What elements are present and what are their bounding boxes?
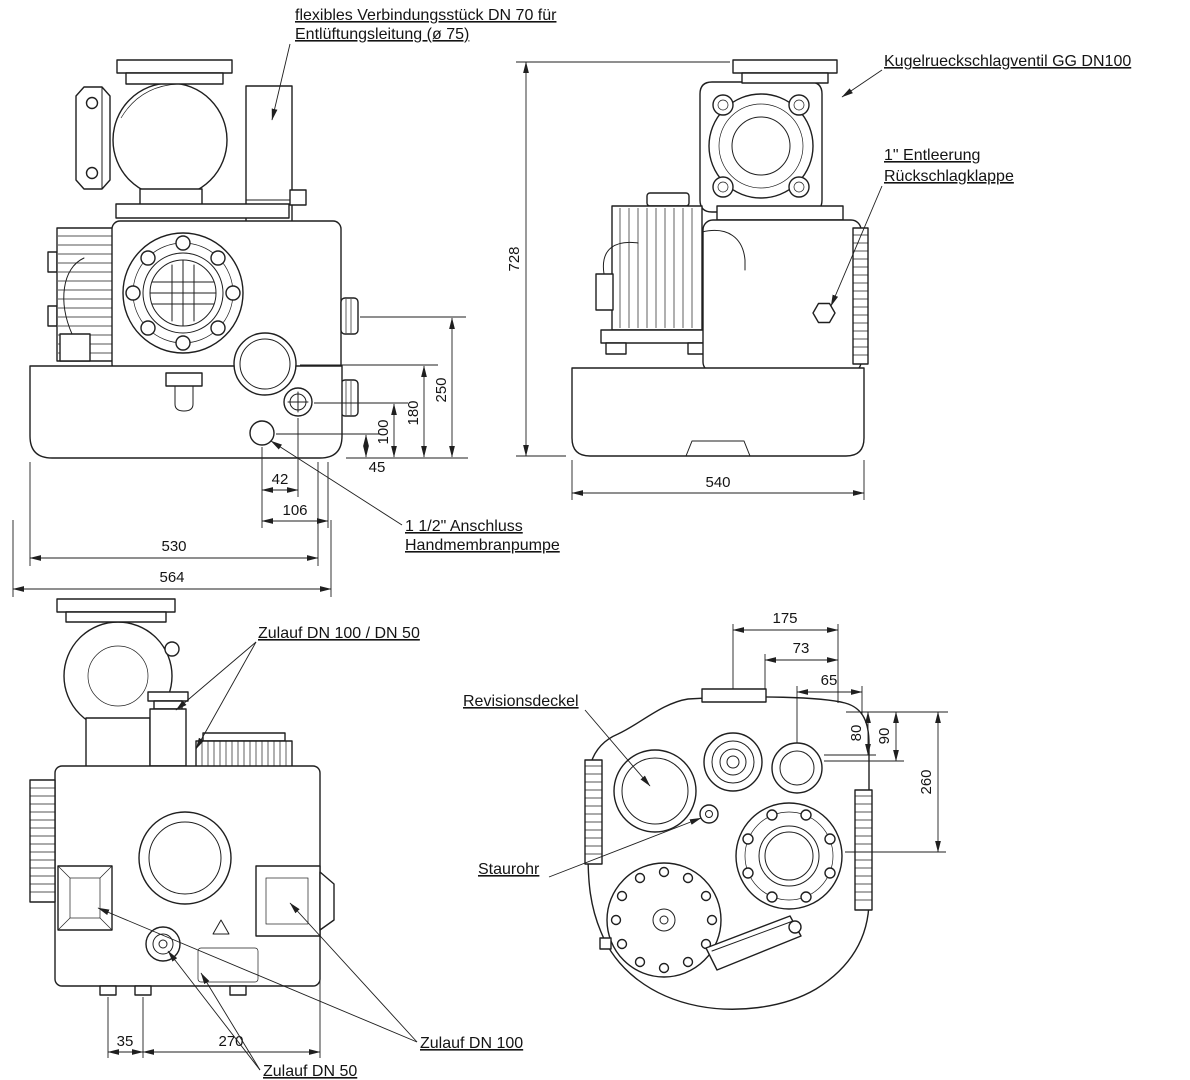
dim-106: 106 xyxy=(282,502,307,519)
inlet-left-stub xyxy=(57,865,113,931)
dim-175: 175 xyxy=(772,610,797,627)
callout-zulauf-dn50: Zulauf DN 50 xyxy=(263,1063,357,1080)
side-tank xyxy=(571,367,865,457)
front-elbow-assembly xyxy=(75,59,233,207)
dim-90: 90 xyxy=(876,728,893,745)
top-dimensions: 175 73 65 80 90 260 xyxy=(732,610,948,853)
leader-zulauf-combo-2 xyxy=(195,641,257,750)
leader-revisionsdeckel xyxy=(584,709,651,787)
inlet-dn50-port xyxy=(145,926,181,962)
dim-80: 80 xyxy=(848,725,865,742)
dim-564: 564 xyxy=(159,569,184,586)
leader-check-valve xyxy=(841,69,883,98)
side-motor xyxy=(595,192,714,355)
dim-250: 250 xyxy=(433,377,450,402)
callout-staurohr: Staurohr xyxy=(478,861,540,878)
top-discharge-flange xyxy=(735,802,843,910)
dim-180: 180 xyxy=(405,400,422,425)
callout-handpump-line1: 1 1/2" Anschluss xyxy=(405,518,523,535)
callout-drain-line1: 1" Entleerung xyxy=(884,147,980,164)
inlet-dn50-pipe xyxy=(147,691,189,767)
inlet-main-port xyxy=(138,811,232,905)
inlet-left-ribbed-panel xyxy=(29,779,56,903)
side-flange-plate xyxy=(716,205,844,221)
leader-staurohr xyxy=(548,817,702,878)
top-left-ribbed xyxy=(584,759,603,865)
side-pump-body xyxy=(702,219,862,373)
leader-flex-connector xyxy=(271,43,291,121)
dim-65: 65 xyxy=(821,672,838,689)
side-drain-plug xyxy=(812,302,836,324)
side-callouts: Kugelrueckschlagventil GG DN100 1" Entle… xyxy=(830,53,1131,307)
front-discharge-port xyxy=(233,332,297,396)
leader-handpump xyxy=(270,440,403,526)
top-callouts: Revisionsdeckel Staurohr xyxy=(463,693,702,878)
callout-revisionsdeckel: Revisionsdeckel xyxy=(463,693,579,710)
dim-35: 35 xyxy=(117,1033,134,1050)
dim-100: 100 xyxy=(375,419,392,444)
dim-42: 42 xyxy=(272,471,289,488)
inlet-feet xyxy=(99,985,247,996)
front-gauge-port xyxy=(283,387,313,417)
dim-530: 530 xyxy=(161,538,186,555)
inlet-dn100-collar xyxy=(195,732,293,768)
leader-zulauf-dn100-2 xyxy=(97,907,418,1043)
front-sight-glass xyxy=(122,232,244,354)
top-right-ribbed xyxy=(854,789,873,911)
inlet-dimensions: 35 270 xyxy=(107,940,321,1058)
dim-540: 540 xyxy=(705,474,730,491)
top-staurohr-port xyxy=(699,804,719,824)
leader-drain xyxy=(830,185,883,307)
top-pump-cover xyxy=(599,862,722,978)
inlet-right-stub xyxy=(255,865,335,937)
callout-drain-line2: Rückschlagklappe xyxy=(884,168,1014,185)
front-callouts: flexibles Verbindungsstück DN 70 für Ent… xyxy=(270,7,560,554)
view-front: 250 180 100 45 42 106 530 564 flexibles … xyxy=(12,7,560,597)
side-dimensions: 728 540 xyxy=(506,61,865,500)
dim-728: 728 xyxy=(506,246,523,271)
inlet-callouts: Zulauf DN 100 / DN 50 Zulauf DN 100 Zula… xyxy=(97,625,523,1080)
leader-zulauf-dn100-1 xyxy=(289,902,418,1043)
top-right-port xyxy=(771,742,823,794)
callout-check-valve: Kugelrueckschlagventil GG DN100 xyxy=(884,53,1131,70)
callout-zulauf-dn100: Zulauf DN 100 xyxy=(420,1035,523,1052)
inlet-nameplate xyxy=(197,947,259,983)
dim-260: 260 xyxy=(918,769,935,794)
callout-flex-connector-line2: Entlüftungsleitung (ø 75) xyxy=(295,26,469,43)
view-side: 728 540 Kugelrueckschlagventil GG DN100 … xyxy=(506,53,1131,500)
side-ribbed-connector xyxy=(852,227,869,365)
inlet-pump-symbol xyxy=(212,919,230,935)
front-right-ports xyxy=(340,297,359,417)
dim-73: 73 xyxy=(793,640,810,657)
front-dimensions: 250 180 100 45 42 106 530 564 xyxy=(12,316,468,597)
view-inlet: 35 270 Zulauf DN 100 / DN 50 Zulauf DN 1… xyxy=(29,598,523,1080)
callout-zulauf-combo: Zulauf DN 100 / DN 50 xyxy=(258,625,420,642)
dim-45: 45 xyxy=(369,459,386,476)
callout-handpump-line2: Handmembranpumpe xyxy=(405,537,560,554)
side-cable xyxy=(701,230,746,271)
leader-zulauf-dn50-2 xyxy=(200,972,261,1071)
top-revision-cover xyxy=(613,749,697,833)
dim-270: 270 xyxy=(218,1033,243,1050)
front-vent-duct xyxy=(245,85,293,227)
front-handpump-port xyxy=(249,420,275,446)
leader-zulauf-combo-1 xyxy=(175,641,257,711)
side-check-valve xyxy=(699,59,838,213)
front-mounting-plate xyxy=(115,203,290,219)
top-lever xyxy=(705,915,802,971)
top-center-port xyxy=(703,732,763,792)
front-fitting xyxy=(289,189,307,206)
front-motor xyxy=(47,227,114,362)
callout-flex-connector-line1: flexibles Verbindungsstück DN 70 für xyxy=(295,7,557,24)
leader-zulauf-dn50-1 xyxy=(167,950,261,1071)
view-top: 175 73 65 80 90 260 Revisionsdeckel Stau… xyxy=(463,610,948,1010)
